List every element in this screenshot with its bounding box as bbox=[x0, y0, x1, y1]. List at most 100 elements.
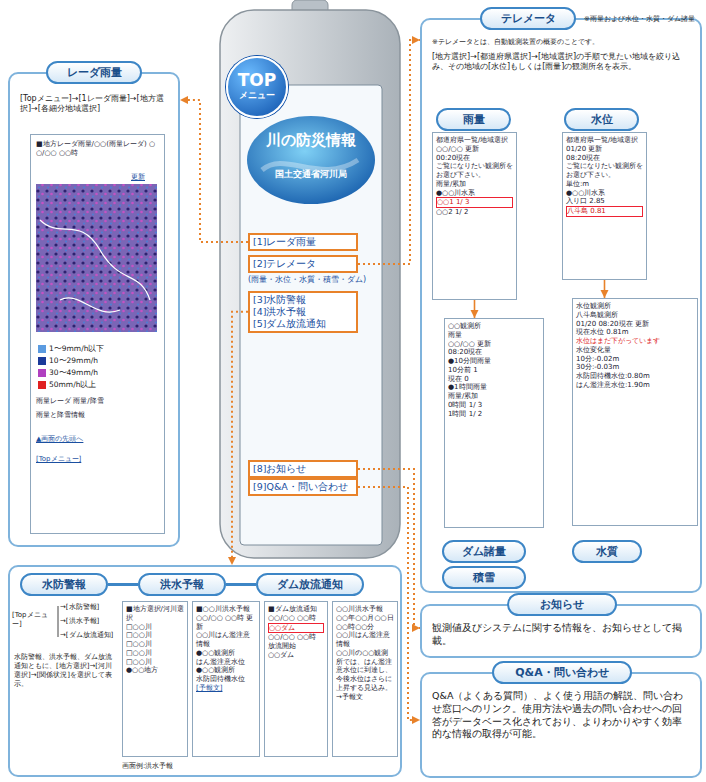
text-slot: お知らせ bbox=[507, 593, 617, 616]
menu-item: [2]テレメータ bbox=[248, 255, 358, 273]
node-text: ご覧になりたい観測所をお選び下さい。 bbox=[436, 162, 513, 180]
node-text: →予報文 bbox=[336, 693, 394, 702]
node-text: □○○川 bbox=[126, 623, 184, 632]
node-text: 水位はまだ下がっています bbox=[576, 337, 694, 346]
text-slot: ■地方レーダ雨量/○○(雨量レーダ) ○○/○○ ○○時 bbox=[36, 140, 160, 158]
text-slot: 水防警報、洪水予報、ダム放流通知ともに、[地方選択]→[河川選択]→[関係状況]… bbox=[14, 653, 118, 689]
node-text: ●○○観測所 bbox=[196, 666, 256, 675]
node-text: [9]Q&A・問い合わせ bbox=[253, 481, 353, 493]
menu-note: (雨量・水位・水質・積雪・ダム) bbox=[248, 275, 380, 285]
text-slot: →[ダム放流通知] bbox=[60, 631, 118, 640]
node-text: 八斗島観測所 bbox=[576, 311, 694, 320]
node-text: 1時間 1/ 2 bbox=[448, 410, 540, 419]
pill-label: ダム諸量 bbox=[442, 540, 526, 563]
node-text: [地方選択]→[都道府県選択]→[地域選択]の手順で見たい地域を絞り込み、その地… bbox=[432, 52, 694, 73]
node-text: 水位変化量 bbox=[576, 346, 694, 355]
node-text: ○○2 1/ 2 bbox=[436, 208, 513, 217]
radar-map bbox=[36, 184, 157, 332]
node-text: お知らせ bbox=[507, 593, 617, 616]
pill-label: 水位 bbox=[564, 108, 639, 131]
text-slot: [Topメニュー] bbox=[36, 455, 160, 464]
node-text: はん濫注意水位 bbox=[196, 658, 256, 667]
pill-label: 積雪 bbox=[442, 566, 526, 589]
pill-joiner bbox=[108, 583, 138, 586]
dotted-arrow bbox=[180, 100, 248, 242]
dotted-arrow bbox=[232, 312, 248, 565]
node-text: 水質 bbox=[578, 544, 636, 559]
legend-swatch bbox=[38, 381, 46, 389]
text-slot: Q&A（よくある質問）、よく使う用語の解説、問い合わせ窓口へのリンク。使用方法や… bbox=[432, 690, 690, 741]
node-text: 水位観測所 bbox=[576, 302, 694, 311]
node-text: 川の防災情報 bbox=[240, 131, 382, 150]
node-text: 放流開始 bbox=[268, 642, 324, 651]
info-panel: テレメータ※雨量および水位・水質・ダム諸量※テレメータとは、自動観測装置の概要の… bbox=[420, 18, 702, 593]
screen-mock: ■地方選択/河川選択□○○川□○○川□○○川□○○川□○○川●○○地方 bbox=[122, 601, 188, 757]
text-slot: 画面例:洪水予報 bbox=[122, 762, 262, 771]
screen-mock: ○○観測所雨量○○/○○ 更新08:20現在●10分間雨量10分前 1現在 0●… bbox=[444, 318, 544, 528]
legend-row: 1〜9mm/h以下 bbox=[38, 344, 104, 353]
node-text: [予報文] bbox=[196, 684, 256, 693]
legend-text: 30〜49mm/h bbox=[49, 368, 98, 377]
node-text: ○○ダム bbox=[268, 623, 324, 634]
node-text: 更新 bbox=[131, 173, 161, 182]
dotted-arrow bbox=[358, 469, 420, 628]
node-text: 01/20 更新 bbox=[566, 145, 643, 154]
info-box: お知らせ観測値及びシステムに関する情報を、お知らせとして掲載。 bbox=[420, 604, 702, 658]
node-text: 洪水予報 bbox=[144, 577, 220, 592]
node-text: 08:20現在 bbox=[448, 348, 540, 357]
pill-label: 雨量 bbox=[436, 108, 511, 131]
legend-row: 50mm/h以上 bbox=[38, 380, 96, 389]
node-text: ○○/○○ ○○時 bbox=[268, 633, 324, 642]
node-text: □○○川 bbox=[126, 649, 184, 658]
detail-arrow bbox=[604, 280, 606, 298]
text-slot: 川の防災情報 bbox=[240, 131, 382, 150]
legend-row: 30〜49mm/h bbox=[38, 368, 98, 377]
node-text: ○○川はん濫注意情報 bbox=[196, 631, 256, 649]
node-text: 雨量レーダ 雨量/降雪 bbox=[36, 397, 160, 406]
menu-item: [9]Q&A・問い合わせ bbox=[248, 478, 358, 496]
pill-label: 水防警報 bbox=[20, 573, 108, 596]
menu-item: [3]水防警報[4]洪水予報[5]ダム放流通知 bbox=[248, 291, 358, 333]
node-text: →[水防警報] bbox=[60, 603, 118, 612]
text-slot: Q&A・問い合わせ bbox=[492, 661, 632, 684]
node-text: 八斗島 0.81 bbox=[566, 206, 643, 217]
screen-mock: ■ダム放流通知○○/○○ ○○時○○ダム○○/○○ ○○時放流開始○○ダム bbox=[264, 601, 328, 757]
phone-screen-ground bbox=[240, 85, 382, 545]
node-text: [Topメニュー] bbox=[36, 455, 160, 464]
info-panel: レーダ雨量[Topメニュー]→[1レーダ雨量]→[地方選択]→[各細分地域選択]… bbox=[8, 72, 180, 547]
node-text: 00:20現在 bbox=[436, 154, 513, 163]
node-text: テレメータ bbox=[480, 7, 576, 30]
node-text: ○○/○○ ○○時 bbox=[268, 614, 324, 623]
info-panel: [Topメニュー]→[水防警報]→[洪水予報]→[ダム放流通知]水防警報、洪水予… bbox=[8, 565, 402, 777]
splash-wave bbox=[262, 160, 358, 170]
info-box: Q&A・問い合わせQ&A（よくある質問）、よく使う用語の解説、問い合わせ窓口への… bbox=[420, 672, 702, 778]
pill-label: 水質 bbox=[572, 540, 642, 563]
pill-label: ダム放流通知 bbox=[256, 573, 364, 596]
node-text: ●10分間雨量 bbox=[448, 357, 540, 366]
legend-swatch bbox=[38, 345, 46, 353]
text-slot: テレメータ bbox=[480, 7, 576, 30]
node-text: ▲画面の先頭へ bbox=[36, 435, 160, 444]
text-slot: レーダ雨量 bbox=[46, 61, 142, 84]
node-text: ※雨量および水位・水質・ダム諸量 bbox=[584, 15, 698, 24]
top-menu-circle: TOPメニュー bbox=[226, 56, 288, 118]
pill-label: 洪水予報 bbox=[138, 573, 226, 596]
node-text: ○○川洪水予報 bbox=[336, 605, 394, 614]
node-text: 現在水位 0.81m bbox=[576, 328, 694, 337]
node-text: TOP bbox=[228, 72, 286, 90]
phone-body bbox=[220, 10, 400, 558]
node-text: □○○川 bbox=[126, 658, 184, 667]
node-text: 都道府県一覧/地域選択 bbox=[436, 136, 513, 145]
node-text: 雨量/累加 bbox=[448, 392, 540, 401]
text-slot: ※雨量および水位・水質・ダム諸量 bbox=[584, 15, 698, 24]
node-text: ■ダム放流通知 bbox=[268, 605, 324, 614]
node-text: 国土交通省河川局 bbox=[240, 169, 382, 181]
node-text: メニュー bbox=[228, 89, 286, 102]
node-text: ○○/○○ 更新 bbox=[436, 145, 513, 154]
legend-row: 10〜29mm/h bbox=[38, 356, 98, 365]
node-text: ダム諸量 bbox=[448, 544, 520, 559]
node-text: 水防団待機水位 bbox=[196, 675, 256, 684]
screen-mock: 都道府県一覧/地域選択○○/○○ 更新00:20現在ご覧になりたい観測所をお選び… bbox=[432, 132, 517, 300]
node-text: ●○○川水系 bbox=[436, 189, 513, 198]
